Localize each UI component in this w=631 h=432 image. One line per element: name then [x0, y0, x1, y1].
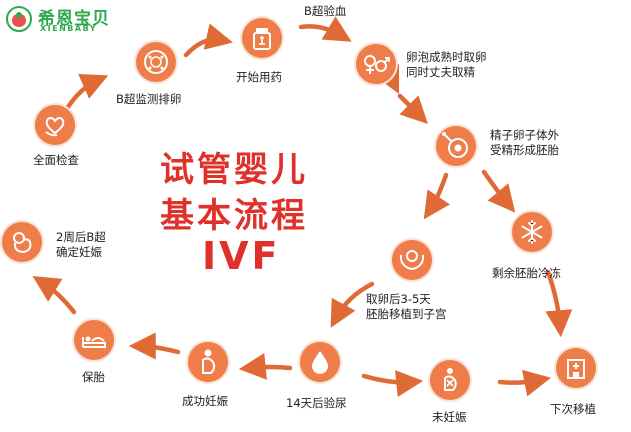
arrow-urine-to-notpreg [361, 370, 424, 397]
step-pregnant-label: 成功妊娠 [182, 394, 228, 408]
step-pregnancy-care [74, 320, 114, 360]
step-start-medication [242, 18, 282, 58]
step-embryo-transfer-label: 取卵后3-5天 胚胎移植到子宫 [366, 292, 447, 321]
step-pregnant [188, 342, 228, 382]
step-urine-test-label: 14天后验尿 [286, 396, 347, 410]
step-confirm-label: 2周后B超 确定妊娠 [56, 230, 106, 259]
arrow-ivf-to-freeze [481, 169, 516, 213]
arrow-ivf-to-transfer [423, 172, 450, 220]
step-egg-retrieval [356, 44, 396, 84]
arrow-urine-to-pregnant [238, 353, 293, 380]
brand-name: 希恩宝贝 [38, 9, 110, 29]
pregnant-woman-icon [202, 349, 216, 374]
arrow-notpreg-to-next [497, 369, 552, 397]
step-b-ultrasound-ovulation-label: B超监测排卵 [116, 92, 182, 106]
step-b-ultrasound-ovulation [136, 42, 176, 82]
arrow-monitor-to-medication [183, 23, 233, 58]
arrow-care-to-confirm [32, 276, 77, 315]
step-b-ultrasound-blood-label: B超验血 [304, 4, 347, 18]
gender-icon [364, 55, 390, 74]
step-full-exam [35, 105, 75, 145]
arrow-freeze-to-next [545, 269, 573, 338]
medicine-bottle-icon [253, 28, 271, 50]
arrow-pregnant-to-care [128, 332, 181, 360]
step-not-pregnant-label: 未妊娠 [432, 410, 467, 424]
arrow-retrieval-to-ivf [397, 93, 428, 124]
brand-logo-icon [6, 6, 32, 32]
title-line-1: 试管婴儿 [160, 150, 308, 190]
step-full-exam-label: 全面检查 [33, 153, 79, 167]
arrow-medication-to-blood [298, 16, 352, 42]
step-urine-test [300, 342, 340, 382]
step-next-transfer [556, 348, 596, 388]
step-next-transfer-label: 下次移植 [550, 402, 596, 416]
fertilization-icon [442, 132, 468, 158]
arrow-exam-to-monitor [63, 74, 109, 113]
step-confirm [2, 222, 42, 262]
heart-hand-icon [45, 116, 65, 137]
hospital-icon [567, 359, 585, 379]
bed-icon [82, 336, 106, 348]
egg-cell-icon [144, 50, 168, 74]
step-ivf-embryo-label: 精子卵子体外 受精形成胚胎 [490, 128, 559, 157]
drop-icon [312, 351, 328, 374]
step-ivf-embryo [436, 126, 476, 166]
step-start-medication-label: 开始用药 [236, 70, 282, 84]
arrow-transfer-to-urine [330, 281, 375, 328]
brand-name-en: XIENBABY [40, 24, 98, 33]
step-egg-retrieval-label: 卵泡成熟时取卵 同时丈夫取精 [406, 50, 487, 79]
step-embryo-transfer [392, 240, 432, 280]
title-line-3: IVF [202, 234, 281, 278]
step-not-pregnant [430, 360, 470, 400]
title-line-2: 基本流程 [160, 196, 308, 236]
brand-logo: 希恩宝贝 XIENBABY [6, 4, 136, 34]
hands-embryo-icon [400, 250, 424, 271]
pregnant-cross-icon [444, 368, 457, 391]
step-freeze-embryos [512, 212, 552, 252]
snowflake-icon [521, 220, 543, 244]
fetus-icon [13, 232, 32, 254]
step-pregnancy-care-label: 保胎 [82, 370, 105, 384]
step-freeze-embryos-label: 剩余胚胎冷冻 [492, 266, 561, 280]
